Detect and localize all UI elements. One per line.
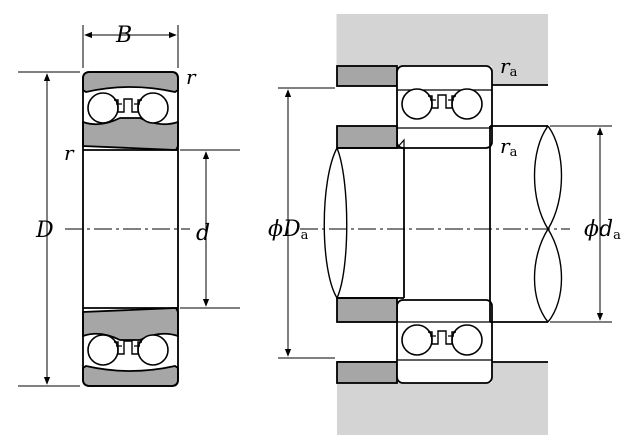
- housing-top: [337, 14, 548, 85]
- label-shaft-shoulder: ϕda: [584, 217, 621, 243]
- left-dimensions: [18, 25, 240, 387]
- inner-ring-bottom: [82, 307, 179, 341]
- label-ra-mid: r: [500, 134, 511, 158]
- outer-ring-bottom: [82, 365, 179, 387]
- shaft-break-left: [323, 146, 348, 300]
- label-width-b: B: [115, 23, 132, 48]
- label-da-shaft: d: [599, 217, 613, 242]
- label-chamfer-r-inner: r: [64, 141, 75, 165]
- inner-ring-top: [82, 117, 179, 151]
- label-ra-top-sub: a: [510, 65, 518, 80]
- left-bearing: [65, 71, 190, 387]
- label-da-shaft-sub: a: [613, 228, 621, 243]
- outer-ring-top: [82, 71, 179, 93]
- label-outer-diameter-d: D: [35, 218, 54, 243]
- label-ra-mid-sub: a: [510, 145, 518, 160]
- right-mounting: [300, 14, 570, 435]
- label-phi-left: ϕ: [268, 217, 283, 242]
- label-ra-top: r: [500, 54, 511, 78]
- shaft-break-right: [533, 125, 563, 323]
- label-bore-d: d: [196, 221, 210, 246]
- label-da-housing-sub: a: [301, 228, 309, 243]
- label-chamfer-r-outer: r: [186, 65, 197, 89]
- label-phi-right: ϕ: [584, 217, 599, 242]
- label-da-housing: D: [282, 217, 301, 242]
- right-dimensions: [278, 87, 612, 359]
- cover-ring-bottom: [336, 361, 398, 384]
- sleeve-bottom: [336, 297, 398, 323]
- label-fillet-mid: ra: [500, 134, 518, 160]
- sleeve-top: [336, 125, 398, 149]
- label-fillet-top: ra: [500, 54, 518, 80]
- housing-bottom: [337, 362, 548, 435]
- cover-ring-top: [336, 65, 398, 87]
- label-housing-shoulder: ϕDa: [268, 217, 309, 243]
